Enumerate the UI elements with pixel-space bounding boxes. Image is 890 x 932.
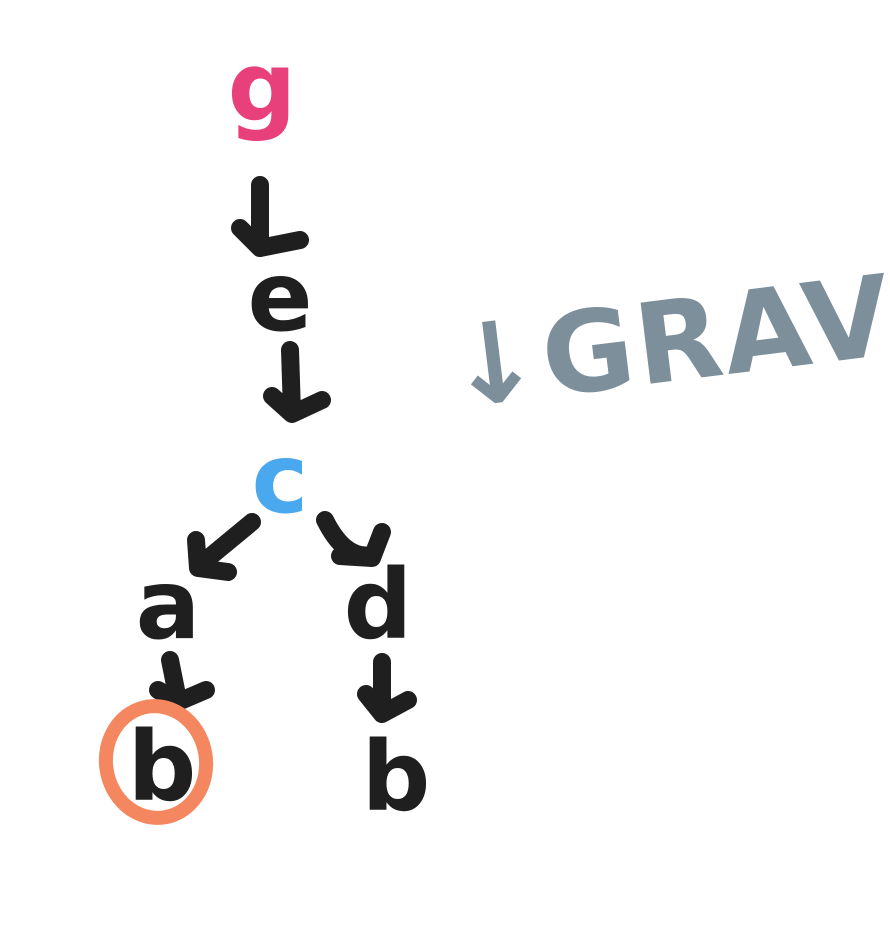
arrow-e-to-c xyxy=(263,341,331,423)
node-b-left: b xyxy=(128,711,197,823)
node-d: d xyxy=(344,549,413,661)
arrow-c-to-d xyxy=(316,511,391,567)
target-ring xyxy=(98,699,214,825)
node-g: g xyxy=(228,31,297,143)
gravity-note: ↓GRAVITY xyxy=(439,226,890,435)
arrow-c-to-a xyxy=(187,513,261,581)
arrow-d-to-b xyxy=(357,653,417,723)
arrow-a-to-b xyxy=(149,651,215,711)
node-c: c xyxy=(252,423,309,535)
node-b-right: b xyxy=(362,721,431,833)
node-a: a xyxy=(136,549,201,661)
arrow-g-to-e xyxy=(231,176,309,257)
node-e: e xyxy=(247,241,312,353)
